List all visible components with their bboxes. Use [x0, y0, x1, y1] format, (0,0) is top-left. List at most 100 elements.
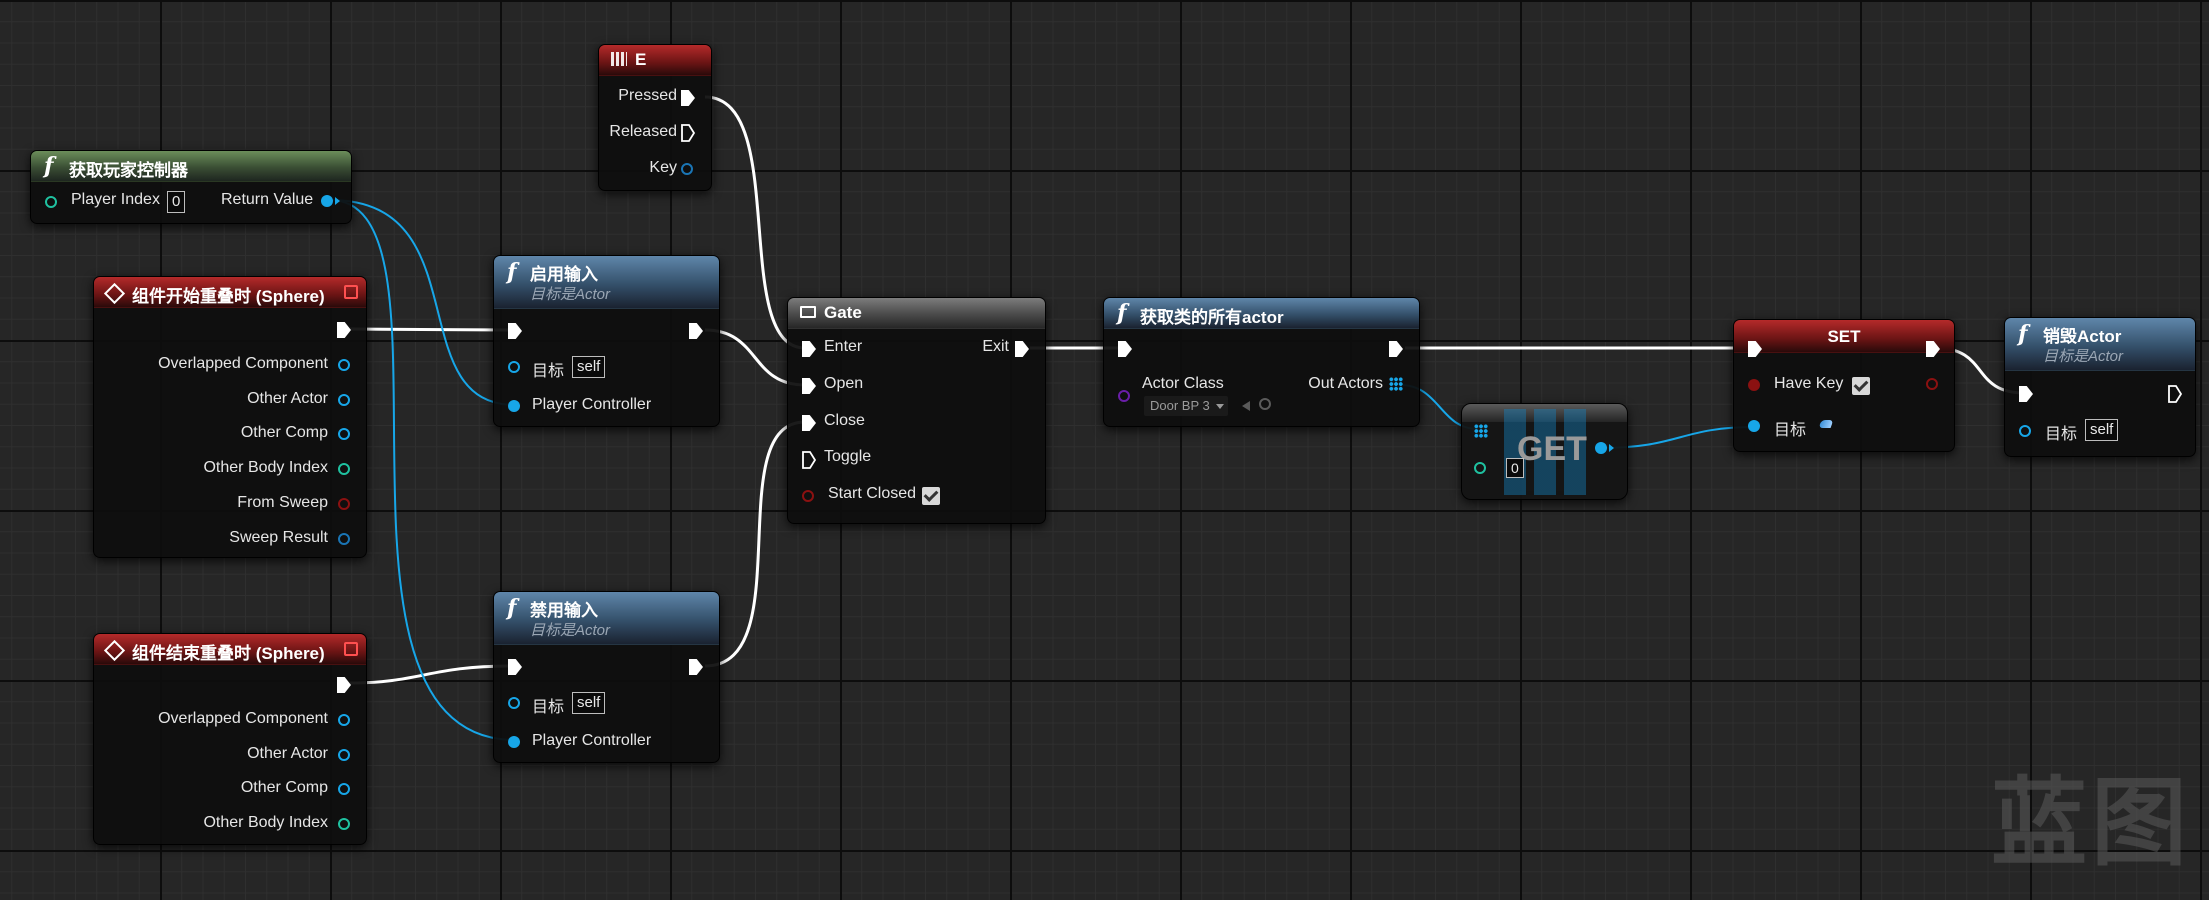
target-pin[interactable]	[508, 361, 520, 373]
node-title: 启用输入	[530, 265, 598, 284]
node-disable-input[interactable]: f 禁用输入 目标是Actor 目标 self Player Controlle…	[493, 591, 720, 763]
function-icon: f	[507, 595, 517, 621]
other-comp-pin[interactable]	[338, 428, 350, 440]
use-selected-arrow-icon[interactable]	[1242, 401, 1250, 411]
overlapped-component-pin[interactable]	[338, 359, 350, 371]
node-title: Gate	[824, 303, 862, 322]
start-closed-checkbox[interactable]	[922, 487, 940, 505]
index-pin[interactable]	[1474, 462, 1486, 474]
output-pin-label: Overlapped Component	[158, 355, 328, 372]
player-index-pin[interactable]	[45, 196, 57, 208]
open-label: Open	[824, 375, 864, 392]
node-gate[interactable]: Gate Enter Exit Open Close Toggle Start …	[787, 297, 1046, 524]
other-comp-pin[interactable]	[338, 783, 350, 795]
browse-search-icon[interactable]	[1259, 398, 1271, 410]
output-pin-label: Overlapped Component	[158, 710, 328, 727]
output-pin-label: Other Comp	[240, 779, 328, 796]
target-pin[interactable]	[2019, 425, 2031, 437]
function-icon: f	[1117, 300, 1127, 326]
exec-out-pin[interactable]	[689, 659, 703, 675]
node-destroy-actor[interactable]: f 销毁Actor 目标是Actor 目标 self	[2004, 317, 2196, 457]
delegate-icon	[344, 642, 358, 656]
node-title: SET	[1827, 327, 1861, 346]
node-subtitle: 目标是Actor	[2043, 348, 2124, 365]
pressed-label: Pressed	[618, 87, 677, 104]
player-index-label: Player Index	[71, 191, 160, 208]
close-label: Close	[824, 412, 865, 429]
exec-in-pin[interactable]	[508, 323, 522, 339]
node-set-variable[interactable]: SET Have Key 目标	[1733, 319, 1955, 452]
node-enable-input[interactable]: f 启用输入 目标是Actor 目标 self Player Controlle…	[493, 255, 720, 427]
pressed-exec-pin[interactable]	[681, 90, 695, 106]
item-out-pin[interactable]	[1595, 442, 1607, 454]
enter-exec-pin[interactable]	[802, 341, 816, 357]
from-sweep-pin[interactable]	[338, 498, 350, 510]
start-closed-pin[interactable]	[802, 490, 814, 502]
target-pin[interactable]	[1748, 420, 1760, 432]
delegate-icon	[344, 285, 358, 299]
array-in-pin[interactable]	[1474, 424, 1488, 438]
player-controller-label: Player Controller	[532, 732, 652, 749]
exit-exec-pin[interactable]	[1015, 341, 1029, 357]
exec-out-pin[interactable]	[337, 322, 351, 338]
exec-in-pin[interactable]	[1118, 341, 1132, 357]
return-value-label: Return Value	[221, 191, 314, 208]
target-value[interactable]: self	[572, 356, 606, 378]
have-key-pin[interactable]	[1748, 379, 1760, 391]
node-array-get[interactable]: GET 0	[1461, 403, 1628, 500]
return-value-pin[interactable]	[321, 195, 333, 207]
function-icon: f	[2018, 321, 2028, 347]
exec-out-pin[interactable]	[689, 323, 703, 339]
sweep-result-pin[interactable]	[338, 533, 350, 545]
out-actors-label: Out Actors	[1308, 375, 1383, 392]
node-end-overlap[interactable]: 组件结束重叠时 (Sphere) Overlapped Component Ot…	[93, 633, 367, 845]
have-key-checkbox[interactable]	[1852, 377, 1870, 395]
node-title: 获取玩家控制器	[69, 161, 188, 180]
output-pin-label: Other Body Index	[203, 814, 328, 831]
node-key-e[interactable]: E Pressed Released Key	[598, 44, 712, 191]
node-get-all-actors-of-class[interactable]: f 获取类的所有actor Actor Class Door BP 3 Out …	[1103, 297, 1420, 427]
exec-in-pin[interactable]	[508, 659, 522, 675]
have-key-out-pin[interactable]	[1926, 378, 1938, 390]
index-value[interactable]: 0	[1506, 458, 1524, 478]
player-index-value[interactable]: 0	[167, 191, 186, 213]
array-pin-icon[interactable]	[1389, 377, 1403, 391]
exec-out-pin[interactable]	[2167, 385, 2183, 403]
array-watermark-icon	[1504, 409, 1586, 495]
target-label: 目标	[532, 363, 565, 380]
other-body-index-pin[interactable]	[338, 463, 350, 475]
close-exec-pin[interactable]	[802, 415, 816, 431]
node-title: 获取类的所有actor	[1140, 308, 1284, 327]
other-actor-pin[interactable]	[338, 749, 350, 761]
node-header: f 获取玩家控制器	[31, 151, 351, 182]
exec-out-pin[interactable]	[337, 677, 351, 693]
exec-out-pin[interactable]	[1389, 341, 1403, 357]
key-struct-pin[interactable]	[681, 163, 693, 175]
key-label: Key	[649, 159, 677, 176]
node-get-player-controller[interactable]: f 获取玩家控制器 Player Index 0 Return Value	[30, 150, 352, 224]
target-pin[interactable]	[508, 697, 520, 709]
output-pin-label: Other Body Index	[203, 459, 328, 476]
node-begin-overlap[interactable]: 组件开始重叠时 (Sphere) Overlapped Component Ot…	[93, 276, 367, 558]
actor-class-dropdown[interactable]: Door BP 3	[1144, 396, 1228, 416]
exec-wire-end-overlap-to-disable	[349, 664, 511, 685]
overlapped-component-pin[interactable]	[338, 714, 350, 726]
node-header: E	[599, 45, 711, 76]
player-controller-pin[interactable]	[508, 400, 520, 412]
target-value[interactable]: self	[2085, 419, 2119, 441]
open-exec-pin[interactable]	[802, 378, 816, 394]
output-pin-label: Sweep Result	[229, 529, 328, 546]
chevron-down-icon	[1216, 404, 1224, 409]
player-controller-pin[interactable]	[508, 736, 520, 748]
released-exec-pin[interactable]	[680, 124, 696, 142]
exec-in-pin[interactable]	[1748, 341, 1762, 357]
target-label: 目标	[2045, 426, 2078, 443]
toggle-exec-pin[interactable]	[801, 451, 817, 469]
target-value[interactable]: self	[572, 692, 606, 714]
other-actor-pin[interactable]	[338, 394, 350, 406]
other-body-index-pin[interactable]	[338, 818, 350, 830]
actor-class-pin[interactable]	[1118, 390, 1130, 402]
node-header: 组件结束重叠时 (Sphere)	[94, 634, 366, 665]
exec-in-pin[interactable]	[2019, 386, 2033, 402]
node-subtitle: 目标是Actor	[530, 622, 611, 639]
